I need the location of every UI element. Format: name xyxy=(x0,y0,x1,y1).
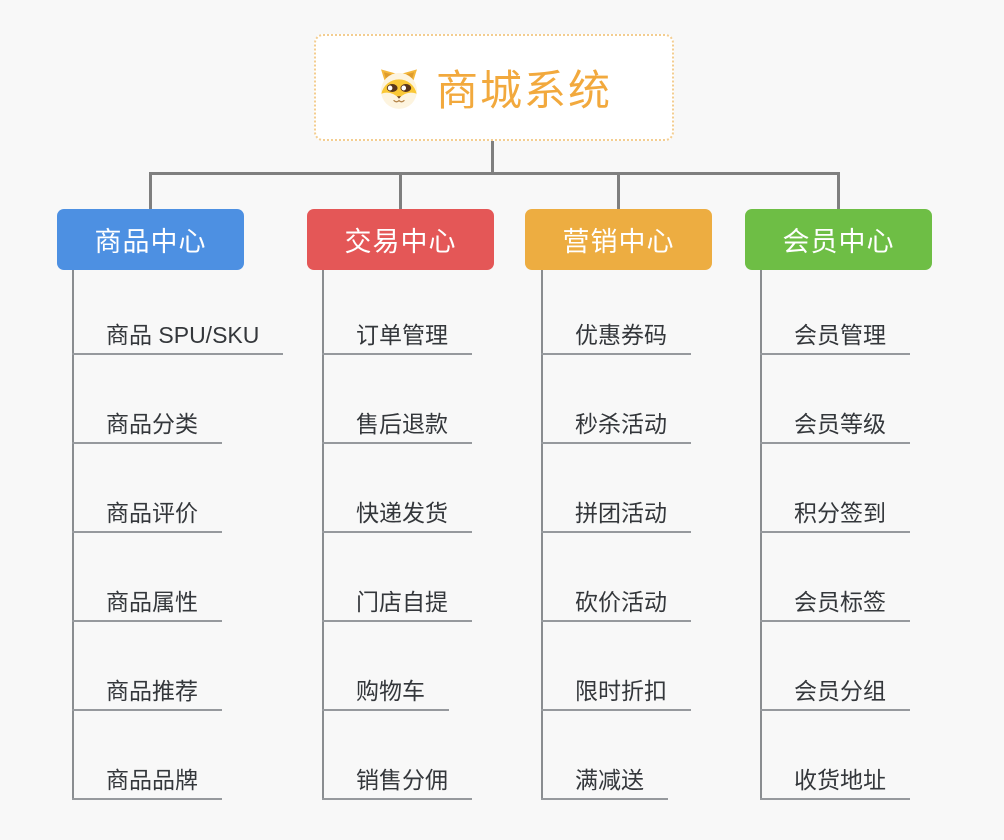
branch-item[interactable]: 门店自提 xyxy=(322,586,472,622)
branch-item[interactable]: 商品属性 xyxy=(72,586,222,622)
branch-item[interactable]: 销售分佣 xyxy=(322,764,472,800)
trunk-marketing-center xyxy=(541,270,543,800)
branch-item[interactable]: 售后退款 xyxy=(322,408,472,444)
branch-item[interactable]: 会员分组 xyxy=(760,675,910,711)
trunk-member-center xyxy=(760,270,762,800)
connector-drop-member xyxy=(837,172,840,210)
connector-drop-trade xyxy=(399,172,402,210)
branch-item[interactable]: 商品品牌 xyxy=(72,764,222,800)
branch-item[interactable]: 订单管理 xyxy=(322,319,472,355)
branch-label: 营销中心 xyxy=(562,227,675,257)
branch-node-marketing-center[interactable]: 营销中心 xyxy=(525,209,712,270)
branch-node-product-center[interactable]: 商品中心 xyxy=(57,209,244,270)
branch-node-member-center[interactable]: 会员中心 xyxy=(745,209,932,270)
dog-face-icon xyxy=(376,66,422,110)
branch-item[interactable]: 快递发货 xyxy=(322,497,472,533)
connector-drop-product xyxy=(149,172,152,210)
branch-item[interactable]: 积分签到 xyxy=(760,497,910,533)
connector-root-drop xyxy=(491,140,494,174)
root-title: 商城系统 xyxy=(435,67,612,114)
branch-item[interactable]: 商品推荐 xyxy=(72,675,222,711)
branch-label: 商品中心 xyxy=(94,227,207,257)
branch-item[interactable]: 拼团活动 xyxy=(541,497,691,533)
branch-item[interactable]: 会员等级 xyxy=(760,408,910,444)
branch-item[interactable]: 砍价活动 xyxy=(541,586,691,622)
branch-item[interactable]: 商品 SPU/SKU xyxy=(72,319,284,355)
branch-item[interactable]: 限时折扣 xyxy=(541,675,691,711)
trunk-product-center xyxy=(72,270,74,800)
branch-node-trade-center[interactable]: 交易中心 xyxy=(307,209,494,270)
connector-drop-marketing xyxy=(617,172,620,210)
branch-item[interactable]: 满减送 xyxy=(541,764,668,800)
branch-item[interactable]: 商品分类 xyxy=(72,408,222,444)
branch-item[interactable]: 商品评价 xyxy=(72,497,222,533)
branch-label: 会员中心 xyxy=(782,227,895,257)
branch-label: 交易中心 xyxy=(344,227,457,257)
branch-item[interactable]: 秒杀活动 xyxy=(541,408,691,444)
branch-item[interactable]: 购物车 xyxy=(322,675,449,711)
connector-bus xyxy=(149,172,839,175)
root-node[interactable]: 商城系统 xyxy=(314,34,674,141)
branch-item[interactable]: 优惠券码 xyxy=(541,319,691,355)
trunk-trade-center xyxy=(322,270,324,800)
branch-item[interactable]: 收货地址 xyxy=(760,764,910,800)
branch-item[interactable]: 会员管理 xyxy=(760,319,910,355)
branch-item[interactable]: 会员标签 xyxy=(760,586,910,622)
